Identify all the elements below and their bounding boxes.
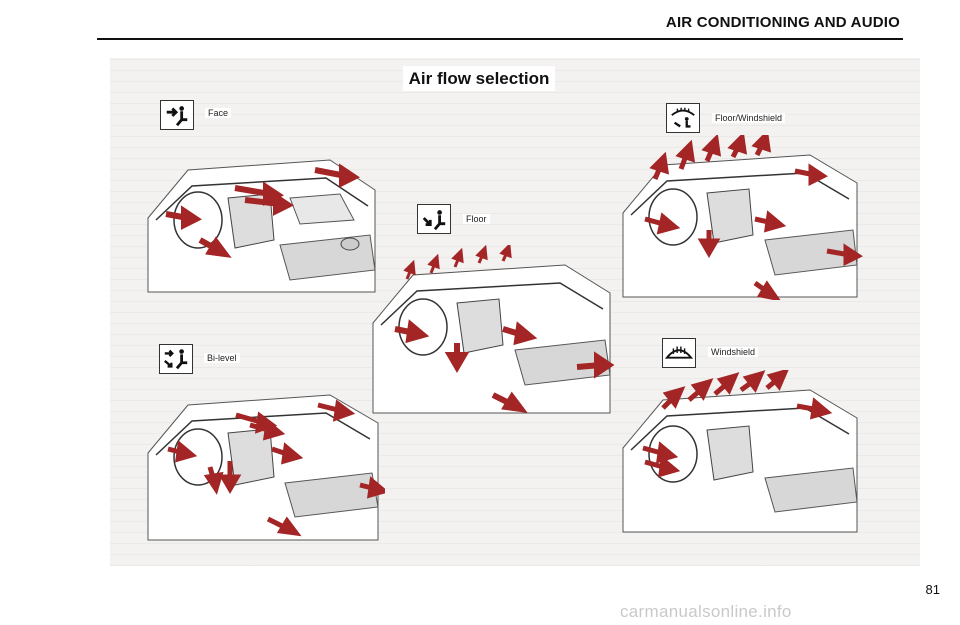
- face-mode-icon: [160, 100, 194, 130]
- bi-level-mode-label: Bi-level: [204, 353, 240, 363]
- bi-level-car-illustration: [147, 394, 385, 541]
- face-mode-label: Face: [205, 108, 232, 118]
- floor-windshield-car-illustration: [622, 135, 863, 300]
- windshield-mode-icon: [662, 338, 696, 368]
- page-number: 81: [925, 582, 940, 597]
- floor-windshield-mode-icon: [666, 103, 700, 133]
- header-rule: [97, 38, 903, 40]
- floor-mode-label: Floor: [463, 214, 490, 224]
- watermark: carmanualsonline.info: [620, 602, 792, 621]
- bi-level-mode-icon: [159, 344, 193, 374]
- floor-mode-icon: [417, 204, 451, 234]
- page-header-title: AIR CONDITIONING AND AUDIO: [665, 14, 900, 31]
- floor-car-illustration: [372, 245, 615, 414]
- windshield-mode-label: Windshield: [708, 347, 759, 357]
- figure-title: Air flow selection: [403, 66, 555, 91]
- windshield-car-illustration: [622, 370, 858, 533]
- floor-windshield-mode-label: Floor/Windshield: [712, 113, 786, 123]
- face-car-illustration: [147, 159, 376, 293]
